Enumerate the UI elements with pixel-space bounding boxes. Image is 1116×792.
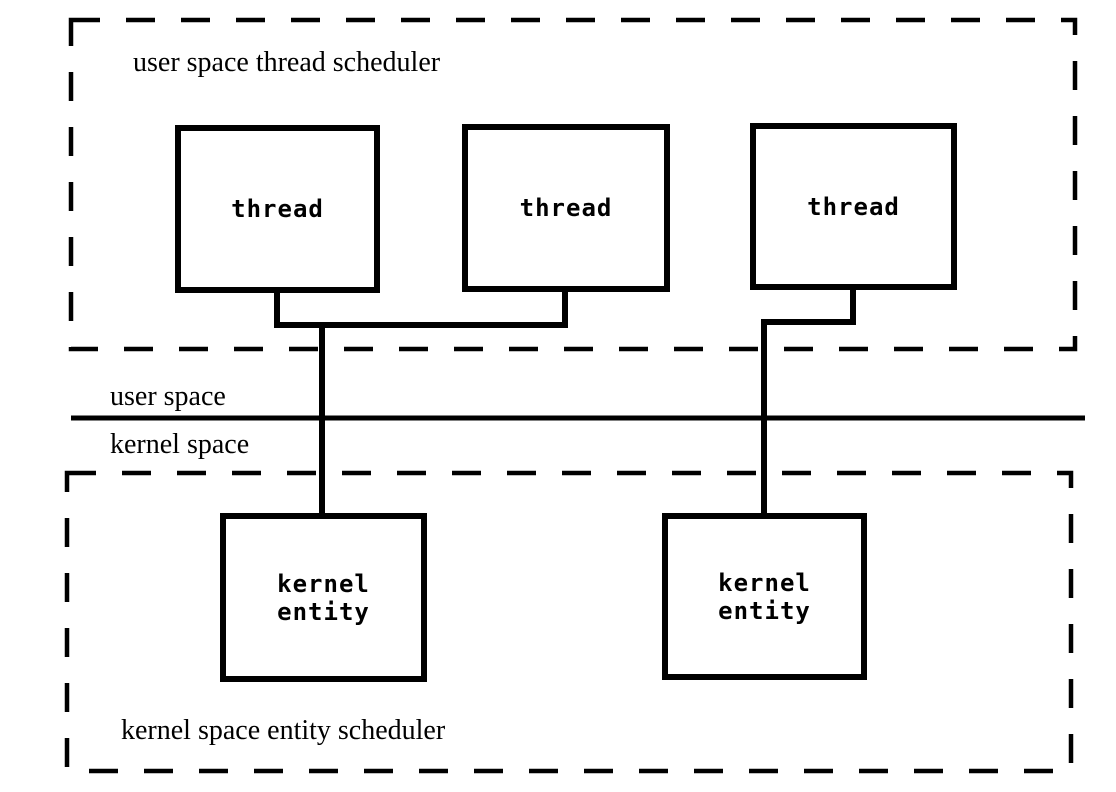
kernel-entity-box-1: kernel entity [220,513,427,682]
kernel-entity-1-line-2: entity [277,597,370,626]
connector-thread1-thread2-merge [274,289,568,328]
kernel-entity-label-1: kernel entity [277,570,370,626]
kernel-entity-2-line-2: entity [718,596,811,625]
kernel-entity-2-line-1: kernel [718,568,811,597]
thread-box-2: thread [462,124,670,292]
kernel-entity-box-2: kernel entity [662,513,867,680]
connector-thread3-to-kernel-entity-2 [761,289,856,516]
thread-box-1: thread [175,125,380,293]
kernel-entity-1-line-1: kernel [277,569,370,598]
user-space-label: user space [110,381,226,412]
thread-box-3: thread [750,123,957,290]
kernel-scheduler-label: kernel space entity scheduler [121,715,446,746]
thread-label-1: thread [231,195,324,223]
kernel-entity-label-2: kernel entity [718,569,811,625]
user-space-scheduler-label: user space thread scheduler [133,47,441,78]
user-space-scheduler-dashed-border [68,17,1078,352]
thread-label-2: thread [519,194,613,222]
kernel-space-label: kernel space [110,429,250,460]
thread-label-3: thread [807,192,900,221]
kernel-scheduler-dashed-border [64,470,1074,774]
